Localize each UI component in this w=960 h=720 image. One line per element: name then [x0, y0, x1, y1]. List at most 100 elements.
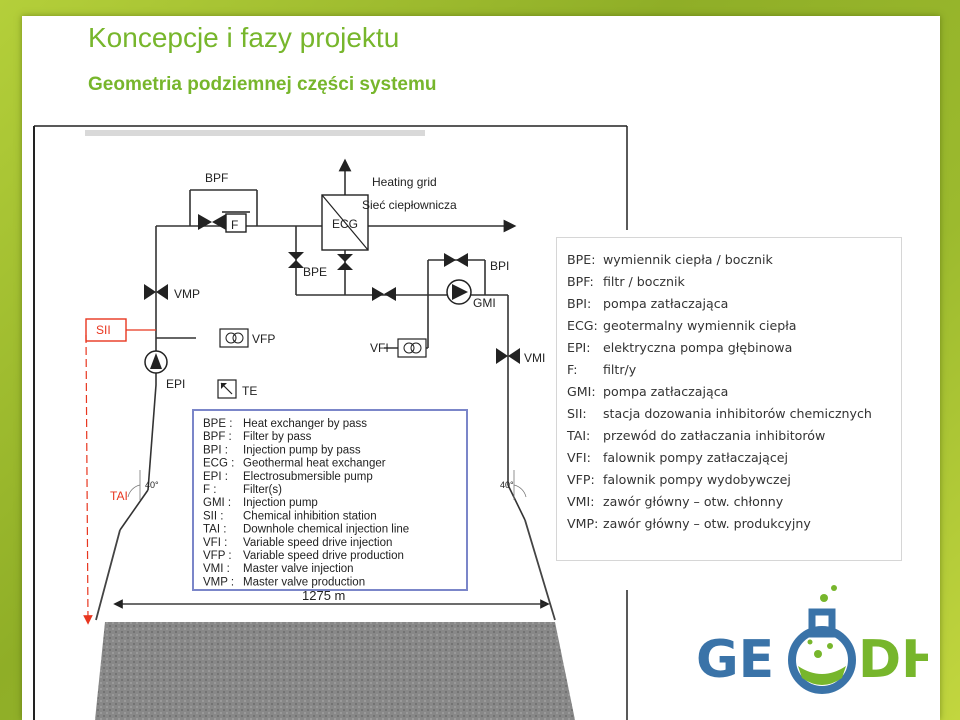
- diagram-key-desc: Filter(s): [243, 484, 282, 496]
- diagram-key-desc: Master valve production: [243, 576, 365, 588]
- legend-desc: filtr / bocznik: [603, 274, 685, 289]
- label-vfp: VFP: [252, 332, 275, 346]
- diagram-key-box: [192, 409, 468, 591]
- label-te: TE: [242, 384, 257, 398]
- legend-desc: pompa zatłaczająca: [603, 384, 729, 399]
- legend-item: VFP: falownik pompy wydobywczej: [567, 469, 901, 491]
- legend-item: VMI: zawór główny – otw. chłonny: [567, 491, 901, 513]
- diagram-key-desc: Variable speed drive injection: [243, 537, 392, 549]
- label-ecg: ECG: [332, 217, 358, 231]
- legend-code: VFI:: [567, 450, 591, 465]
- valve-icon: [444, 253, 468, 267]
- vfi-drive-icon: [397, 338, 427, 358]
- label-vfi: VFI: [370, 341, 389, 355]
- diagram-key-code: BPE :: [203, 418, 232, 430]
- label-gmi: GMI: [473, 296, 496, 310]
- diagram-key-code: VFP :: [203, 550, 232, 562]
- label-bpf: BPF: [205, 171, 228, 185]
- legend-item: SII: stacja dozowania inhibitorów chemicz…: [567, 403, 901, 425]
- legend-item: VMP: zawór główny – otw. produkcyjny: [567, 513, 901, 535]
- diagram-key-desc: Downhole chemical injection line: [243, 524, 409, 536]
- legend-code: ECG:: [567, 318, 598, 333]
- legend-code: GMI:: [567, 384, 596, 399]
- diagram-key-desc: Filter by pass: [243, 431, 312, 443]
- label-angle-right: 40°: [500, 480, 514, 490]
- diagram-key-code: ECG :: [203, 458, 234, 470]
- legend-code: SII:: [567, 406, 587, 421]
- legend-desc: zawór główny – otw. produkcyjny: [603, 516, 811, 531]
- reservoir-layer: [95, 622, 575, 720]
- label-bpi: BPI: [490, 259, 509, 273]
- diagram-key-code: SII :: [203, 510, 223, 522]
- label-bpe: BPE: [303, 265, 327, 279]
- diagram-key-desc: Geothermal heat exchanger: [243, 458, 386, 470]
- valve-icon: [372, 287, 396, 301]
- legend-desc: przewód do zatłaczania inhibitorów: [603, 428, 826, 443]
- legend-item: ECG: geotermalny wymiennik ciepła: [567, 315, 901, 337]
- legend-item: BPE: wymiennik ciepła / bocznik: [567, 249, 901, 271]
- legend-desc: zawór główny – otw. chłonny: [603, 494, 784, 509]
- legend-code: VMP:: [567, 516, 599, 531]
- logo-text-right: DH: [858, 630, 928, 690]
- diagram-key-desc: Heat exchanger by pass: [243, 418, 367, 430]
- well-trajectories: [95, 519, 556, 621]
- legend-code: EPI:: [567, 340, 591, 355]
- diagram-key-desc: Injection pump by pass: [243, 444, 361, 456]
- legend-code: VFP:: [567, 472, 595, 487]
- legend-code: BPF:: [567, 274, 594, 289]
- vmp-valve-icon: [144, 284, 168, 300]
- legend-item: VFI:falownik pompy zatłaczającej: [567, 447, 901, 469]
- legend-item: BPI: pompa zatłaczająca: [567, 293, 901, 315]
- diagram-key-code: VMI :: [203, 563, 230, 575]
- valve-icon: [337, 254, 353, 270]
- label-distance: 1275 m: [302, 588, 345, 603]
- diagram-key-code: TAI :: [203, 524, 226, 536]
- diagram-key-code: BPI :: [203, 444, 228, 456]
- diagram-key-code: BPF :: [203, 431, 232, 443]
- diagram-key-code: VMP :: [203, 576, 234, 588]
- legend-desc: elektryczna pompa głębinowa: [603, 340, 793, 355]
- diagram-key-code: EPI :: [203, 471, 228, 483]
- legend-item: BPF: filtr / bocznik: [567, 271, 901, 293]
- legend-desc: wymiennik ciepła / bocznik: [603, 252, 773, 267]
- vfp-drive-icon: [219, 328, 249, 348]
- label-sii: SII: [96, 323, 111, 337]
- diagram-key-desc: Injection pump: [243, 497, 318, 509]
- label-heating-grid: Heating grid: [372, 175, 437, 189]
- legend-desc: stacja dozowania inhibitorów chemicznych: [603, 406, 872, 421]
- legend-item: TAI: przewód do zatłaczania inhibitorów: [567, 425, 901, 447]
- legend-item: EPI: elektryczna pompa głębinowa: [567, 337, 901, 359]
- legend-code: BPI:: [567, 296, 592, 311]
- label-heating-grid-pl: Sieć ciepłownicza: [362, 198, 457, 212]
- diagram-key-desc: Chemical inhibition station: [243, 510, 377, 522]
- valve-icon: [198, 214, 226, 230]
- legend-code: F:: [567, 362, 578, 377]
- legend-code: TAI:: [567, 428, 591, 443]
- label-epi: EPI: [166, 377, 185, 391]
- geodh-logo: GE DH: [696, 585, 928, 694]
- logo-flask-icon: [788, 626, 856, 694]
- filter-icon: [225, 213, 247, 233]
- legend-desc: pompa zatłaczająca: [603, 296, 729, 311]
- valve-icons: [144, 214, 520, 364]
- valve-icon: [288, 252, 304, 268]
- diagram-key-code: VFI :: [203, 537, 227, 549]
- diagram-key-code: F :: [203, 484, 216, 496]
- legend-desc: falownik pompy wydobywczej: [603, 472, 791, 487]
- legend-item: GMI: pompa zatłaczająca: [567, 381, 901, 403]
- legend-code: VMI:: [567, 494, 595, 509]
- diagram-key-desc: Variable speed drive production: [243, 550, 404, 562]
- label-f: F: [231, 218, 238, 232]
- label-tai: TAI: [110, 489, 128, 503]
- label-vmi: VMI: [524, 351, 545, 365]
- diagram-key-desc: Electrosubmersible pump: [243, 471, 373, 483]
- legend-desc: geotermalny wymiennik ciepła: [603, 318, 797, 333]
- logo-text-left: GE: [696, 630, 774, 690]
- legend-code: BPE:: [567, 252, 596, 267]
- diagram-key-desc: Master valve injection: [243, 563, 354, 575]
- vmi-valve-icon: [496, 348, 520, 364]
- label-angle-left: 40°: [145, 480, 159, 490]
